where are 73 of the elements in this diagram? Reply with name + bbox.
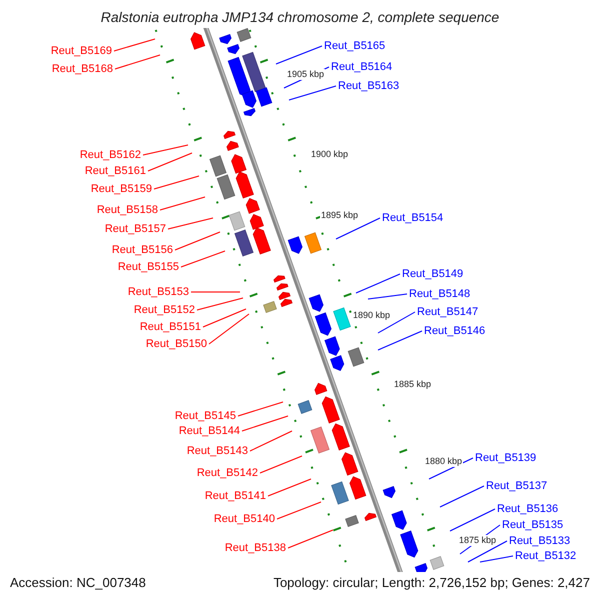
leader-line <box>480 556 514 562</box>
leader-line <box>276 46 322 64</box>
gene-label: Reut_B5140 <box>214 512 275 526</box>
gene-label: Reut_B5148 <box>409 288 470 300</box>
leader-line <box>114 38 156 52</box>
gene-label: Reut_B5153 <box>128 286 189 298</box>
gene-label: Reut_B5164 <box>331 60 392 74</box>
leader-line <box>468 540 508 562</box>
leader-line <box>142 144 188 156</box>
scale-tick-label: 1895 kbp <box>320 210 360 220</box>
gene-label: Reut_B5159 <box>90 182 152 196</box>
leader-line <box>196 298 244 310</box>
gene-label: Reut_B5147 <box>417 306 478 318</box>
gene-label: Reut_B5151 <box>140 320 201 334</box>
leader-line <box>368 294 408 300</box>
leader-line <box>242 416 288 432</box>
leader-line <box>148 152 192 172</box>
gene-label: Reut_B5150 <box>146 338 207 350</box>
gene-label: Reut_B5152 <box>134 304 195 316</box>
scale-tick-label: 1885 kbp <box>393 378 432 390</box>
leader-line <box>174 232 220 250</box>
leader-line <box>238 402 284 416</box>
scale-tick-label: 1900 kbp <box>310 148 350 160</box>
gene-label: Reut_B5157 <box>104 222 166 236</box>
leader-line <box>356 274 400 294</box>
gene-label: Reut_B5144 <box>178 424 240 438</box>
leader-line <box>114 54 160 70</box>
gene-label: Reut_B5135 <box>502 518 564 532</box>
gene-label: Reut_B5161 <box>84 164 146 178</box>
leader-line <box>160 196 206 210</box>
leader-line <box>378 312 416 334</box>
leader-line <box>378 330 422 350</box>
scale-tick-label: 1890 kbp <box>352 310 392 320</box>
leader-line <box>154 176 200 190</box>
gene-label: Reut_B5163 <box>338 80 400 92</box>
leader-line <box>260 456 302 474</box>
leader-line <box>168 218 214 230</box>
gene-label: Reut_B5146 <box>424 324 486 338</box>
leader-line <box>336 218 380 240</box>
gene-label: Reut_B5149 <box>402 268 464 280</box>
gene-label: Reut_B5141 <box>204 490 266 502</box>
scale-tick-label: 1905 kbp <box>286 68 326 80</box>
gene-label: Reut_B5139 <box>475 452 536 464</box>
gene-label: Reut_B5156 <box>112 244 173 256</box>
gene-label: Reut_B5136 <box>497 502 558 516</box>
leader-line <box>288 530 334 548</box>
gene-label: Reut_B5155 <box>118 260 179 274</box>
leader-line <box>288 86 336 100</box>
gene-label: Reut_B5168 <box>52 62 113 76</box>
leader-line <box>440 486 484 508</box>
scale-tick-label: 1880 kbp <box>424 456 464 466</box>
leader-line <box>268 478 312 496</box>
gene-label: Reut_B5169 <box>50 44 112 58</box>
accession-note: Accession: NC_007348 <box>10 575 146 590</box>
gene-label: Reut_B5138 <box>224 542 286 554</box>
leader-line <box>450 508 496 532</box>
gene-label: Reut_B5145 <box>174 410 236 422</box>
leader-line <box>250 430 292 452</box>
gene-label: Reut_B5162 <box>80 148 141 162</box>
gene-label: Reut_B5165 <box>324 40 386 52</box>
leader-line <box>202 308 246 328</box>
gene-label: Reut_B5142 <box>196 466 258 480</box>
gene-label: Reut_B5143 <box>186 444 248 458</box>
gene-label: Reut_B5158 <box>96 204 158 216</box>
scale-tick-label: 1875 kbp <box>458 534 498 546</box>
leader-line <box>208 314 250 344</box>
topology-note: Topology: circular; Length: 2,726,152 bp; Genes: 2,427 <box>273 575 590 590</box>
gene-label: Reut_B5132 <box>515 550 576 562</box>
leader-line <box>276 502 322 520</box>
leader-line <box>180 250 226 268</box>
gene-label: Reut_B5133 <box>509 534 570 548</box>
gene-label: Reut_B5154 <box>382 212 444 224</box>
gene-label: Reut_B5137 <box>486 480 548 492</box>
